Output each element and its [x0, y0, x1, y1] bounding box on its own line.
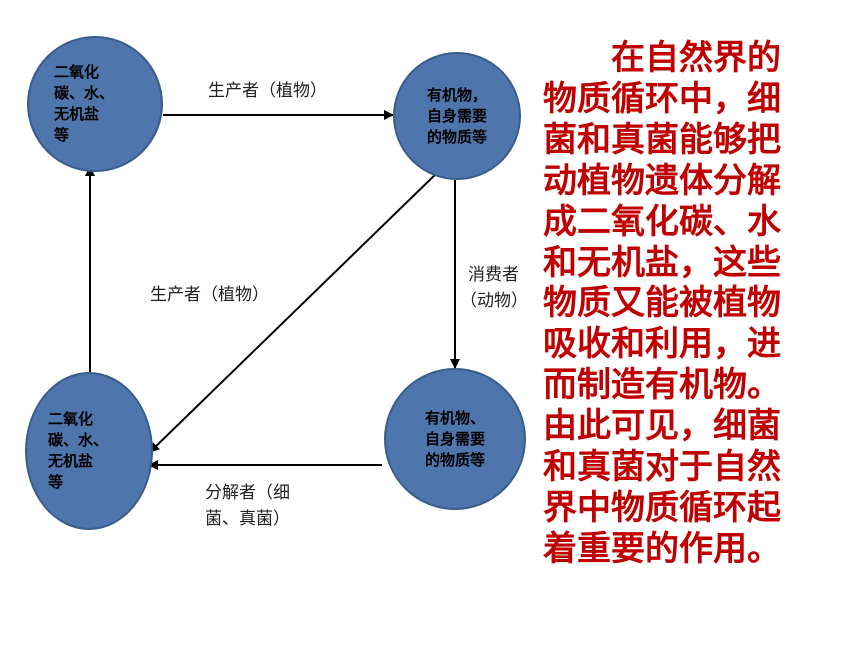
paragraph-line: 和真菌对于自然: [543, 447, 781, 488]
node-line: 无机盐: [54, 105, 100, 123]
node-line: 二氧化: [54, 63, 100, 81]
node-line: 自身需要: [426, 106, 487, 125]
paragraph-line: 动植物遗体分解: [543, 160, 781, 201]
node-line: 自身需要: [424, 429, 485, 448]
label-top-producer: 生产者（植物）: [208, 81, 327, 101]
node-bottom-right: 有机物、 自身需要 的物质等: [384, 368, 526, 510]
label-consumer-line2: （动物）: [460, 291, 528, 311]
paragraph-line: 菌和真菌能够把: [543, 119, 781, 160]
node-line: 有机物，: [426, 85, 487, 104]
explanation-paragraph: 在自然界的 物质循环中，细 菌和真菌能够把 动植物遗体分解 成二氧化碳、水 和无…: [543, 38, 843, 570]
paragraph-line: 在自然界的: [543, 38, 781, 78]
node-line: 等: [48, 473, 64, 491]
label-diagonal-producer: 生产者（植物）: [150, 285, 269, 305]
label-consumer-line1: 消费者: [468, 265, 519, 285]
label-decomposer: 分解者（细 菌、真菌）: [205, 480, 290, 532]
node-top-left: 二氧化 碳、水、 无机盐 等: [27, 36, 163, 172]
label-decomposer-line1: 分解者（细: [205, 483, 290, 503]
node-line: 的物质等: [426, 127, 487, 146]
paragraph-line: 着重要的作用。: [543, 528, 781, 569]
node-line: 有机物、: [424, 408, 485, 427]
paragraph-line: 界中物质循环起: [543, 487, 781, 528]
paragraph-line: 物质又能被植物: [543, 283, 781, 324]
node-line: 的物质等: [424, 450, 485, 469]
node-top-right: 有机物， 自身需要 的物质等: [393, 52, 521, 180]
label-decomposer-line2: 菌、真菌）: [205, 509, 290, 529]
node-bottom-left-text: 二氧化 碳、水、 无机盐 等: [48, 409, 130, 493]
node-line: 二氧化: [48, 410, 94, 428]
paragraph-line: 物质循环中，细: [543, 78, 781, 119]
node-line: 碳、水、: [54, 84, 115, 102]
node-bottom-right-text: 有机物、 自身需要 的物质等: [405, 408, 505, 471]
paragraph-line: 吸收和利用，进: [543, 324, 781, 365]
paragraph-line: 和无机盐，这些: [543, 242, 781, 283]
paragraph-line: 由此可见，细菌: [543, 406, 781, 447]
node-bottom-left: 二氧化 碳、水、 无机盐 等: [25, 372, 153, 530]
node-top-left-text: 二氧化 碳、水、 无机盐 等: [54, 62, 136, 146]
node-line: 碳、水、: [48, 431, 109, 449]
node-line: 无机盐: [48, 452, 94, 470]
node-top-right-text: 有机物， 自身需要 的物质等: [407, 85, 507, 148]
node-line: 等: [54, 126, 70, 144]
paragraph-line: 成二氧化碳、水: [543, 201, 781, 242]
paragraph-line: 而制造有机物。: [543, 365, 781, 406]
arrow-diagonal: [149, 169, 441, 453]
label-consumer: 消费者 （动物）: [460, 262, 528, 314]
